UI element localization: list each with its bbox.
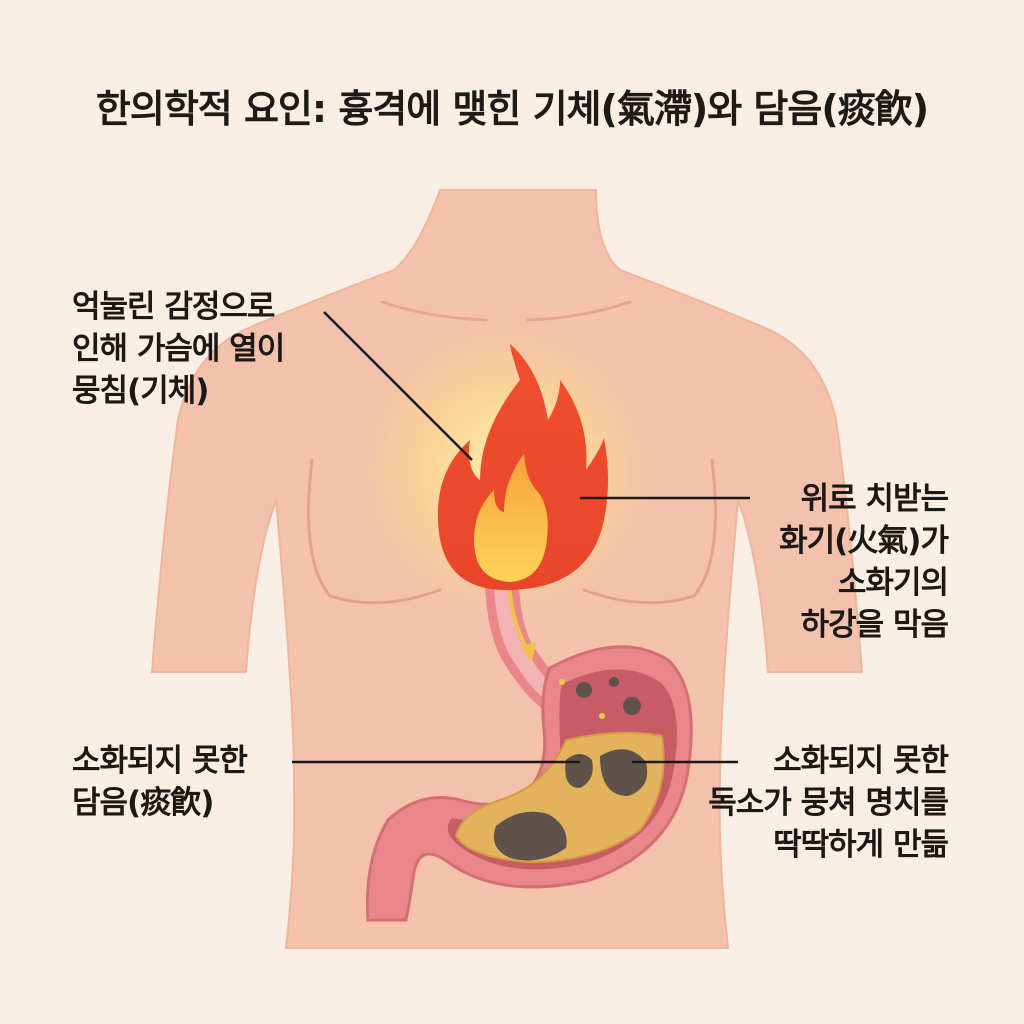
label-line: 소화되지 못한 [72, 743, 248, 779]
label-line: 하강을 막음 [800, 607, 949, 643]
label-toxins: 소화되지 못한 독소가 뭉쳐 명치를 딱딱하게 만듦 [654, 740, 949, 866]
label-line: 소화기의 [837, 565, 949, 601]
particle [576, 682, 592, 698]
label-line: 딱딱하게 만듦 [773, 827, 949, 863]
particle [623, 697, 641, 715]
label-line: 화기(火氣)가 [779, 523, 949, 559]
label-line: 소화되지 못한 [773, 743, 949, 779]
label-qi-stagnation: 억눌린 감정으로 인해 가슴에 열이 뭉침(기체) [72, 286, 332, 412]
label-line: 위로 치받는 [800, 481, 949, 517]
label-line: 담음(痰飮) [72, 785, 214, 821]
collarbone-right [526, 300, 632, 322]
label-phlegm: 소화되지 못한 담음(痰飮) [72, 740, 302, 824]
label-line: 인해 가슴에 열이 [72, 331, 285, 367]
label-line: 뭉침(기체) [72, 373, 209, 409]
leader-line-qi-stagnation [323, 311, 473, 461]
chest-line-left [307, 458, 442, 605]
chest-line-right [582, 458, 717, 605]
collarbone-left [380, 300, 488, 322]
label-fire-qi: 위로 치받는 화기(火氣)가 소화기의 하강을 막음 [700, 478, 949, 646]
particle [559, 679, 565, 685]
label-line: 독소가 뭉쳐 명치를 [708, 785, 949, 821]
down-arrowhead-icon [520, 642, 536, 662]
particle [599, 713, 605, 719]
flame-inner-icon [474, 454, 548, 582]
toxin-clump-large [493, 811, 567, 861]
label-line: 억눌린 감정으로 [72, 289, 275, 325]
particle [609, 677, 619, 687]
page-title: 한의학적 요인: 흉격에 맺힌 기체(氣滯)와 담음(痰飮) [95, 87, 929, 131]
